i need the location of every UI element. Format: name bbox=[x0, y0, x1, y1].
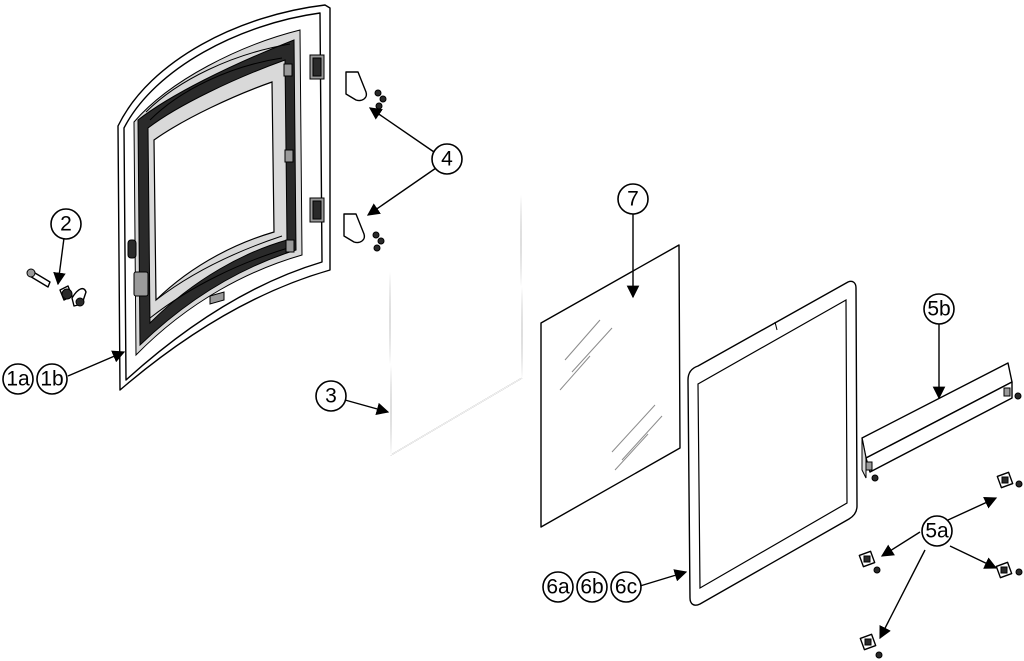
hinge-upper bbox=[345, 71, 387, 110]
clip-upper-right bbox=[996, 471, 1023, 489]
callout-handle: 2 bbox=[50, 208, 82, 240]
callout-label: 4 bbox=[441, 148, 453, 171]
callout-label: 5b bbox=[927, 298, 950, 321]
callout-door-1a: 1a bbox=[2, 363, 34, 395]
handle-assembly bbox=[26, 268, 87, 307]
callout-label: 2 bbox=[60, 213, 72, 236]
callout-gasket-6a: 6a bbox=[542, 571, 574, 603]
clip-lower-right bbox=[995, 561, 1023, 579]
glass-retaining-bar bbox=[861, 362, 1022, 482]
callout-clip: 5a bbox=[921, 515, 953, 547]
rope-seal bbox=[389, 194, 523, 456]
callout-label: 6b bbox=[580, 576, 603, 599]
callout-label: 3 bbox=[325, 385, 337, 408]
callout-label: 6a bbox=[546, 576, 570, 599]
callout-label: 5a bbox=[925, 520, 949, 543]
callout-door-1b: 1b bbox=[36, 363, 68, 395]
callout-retaining-bar: 5b bbox=[923, 293, 955, 325]
stove-door bbox=[117, 4, 331, 391]
callout-label: 1b bbox=[40, 368, 63, 391]
hinge-lower bbox=[343, 213, 385, 252]
clip-left bbox=[858, 550, 881, 574]
callout-gasket-6c: 6c bbox=[610, 571, 642, 603]
glass-panel bbox=[540, 244, 681, 528]
clip-bottom bbox=[859, 633, 883, 659]
leader-lines bbox=[53, 107, 998, 640]
callout-label: 7 bbox=[627, 188, 639, 211]
callout-rope-seal: 3 bbox=[315, 380, 347, 412]
callout-gasket-6b: 6b bbox=[576, 571, 608, 603]
callout-hinge: 4 bbox=[431, 143, 463, 175]
callout-glass: 7 bbox=[617, 183, 649, 215]
callout-label: 6c bbox=[615, 576, 637, 599]
callout-label: 1a bbox=[6, 368, 30, 391]
gasket-frame bbox=[687, 280, 858, 606]
